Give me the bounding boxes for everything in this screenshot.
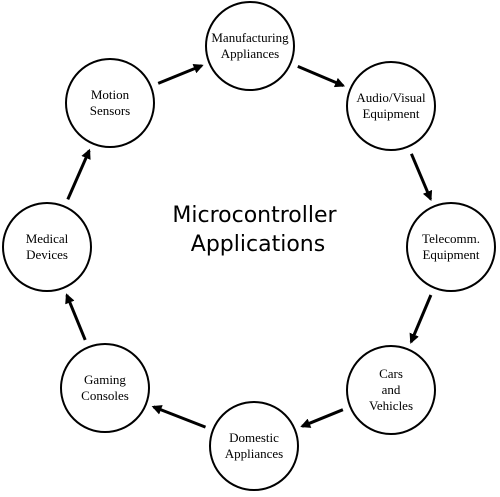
center-title-line: Applications bbox=[191, 232, 325, 257]
node-circle bbox=[205, 1, 295, 91]
cycle-arrow bbox=[409, 294, 433, 344]
node-label-line: Medical bbox=[26, 231, 69, 246]
node-circle bbox=[209, 401, 299, 491]
cycle-arrow bbox=[297, 65, 346, 88]
cycle-arrow bbox=[157, 63, 204, 85]
node-label-line: Appliances bbox=[221, 46, 279, 61]
node-circle bbox=[65, 58, 155, 148]
node-label-line: Domestic bbox=[229, 430, 279, 445]
node-label-line: Manufacturing bbox=[211, 30, 289, 45]
node-circle bbox=[346, 345, 436, 435]
cycle-arrow bbox=[65, 293, 87, 341]
node-label-line: Equipment bbox=[422, 247, 479, 262]
cycle-arrow bbox=[66, 148, 91, 201]
node-label-line: Audio/Visual bbox=[356, 90, 426, 105]
node-telecomm-equipment: Telecomm.Equipment bbox=[406, 202, 496, 292]
center-title: Microcontroller Applications bbox=[172, 203, 343, 257]
node-label-line: Sensors bbox=[90, 103, 130, 118]
node-label-line: Gaming bbox=[84, 372, 126, 387]
node-label-line: Motion bbox=[91, 87, 130, 102]
node-label-line: Consoles bbox=[81, 388, 129, 403]
node-label-line: Telecomm. bbox=[422, 231, 480, 246]
cycle-arrow bbox=[300, 408, 344, 428]
node-circle bbox=[2, 202, 92, 292]
center-title-line: Microcontroller bbox=[172, 203, 337, 228]
arrows-layer bbox=[65, 63, 433, 429]
node-label: Telecomm.Equipment bbox=[422, 231, 480, 262]
cycle-arrow bbox=[151, 405, 207, 429]
cycle-arrow bbox=[410, 153, 433, 202]
node-circle bbox=[60, 343, 150, 433]
node-label-line: Appliances bbox=[225, 446, 283, 461]
node-circle bbox=[406, 202, 496, 292]
node-label-line: Devices bbox=[26, 247, 68, 262]
node-label-line: Vehicles bbox=[369, 398, 413, 413]
node-label-line: and bbox=[382, 382, 401, 397]
node-label-line: Cars bbox=[379, 366, 403, 381]
node-label-line: Equipment bbox=[362, 106, 419, 121]
node-circle bbox=[346, 61, 436, 151]
